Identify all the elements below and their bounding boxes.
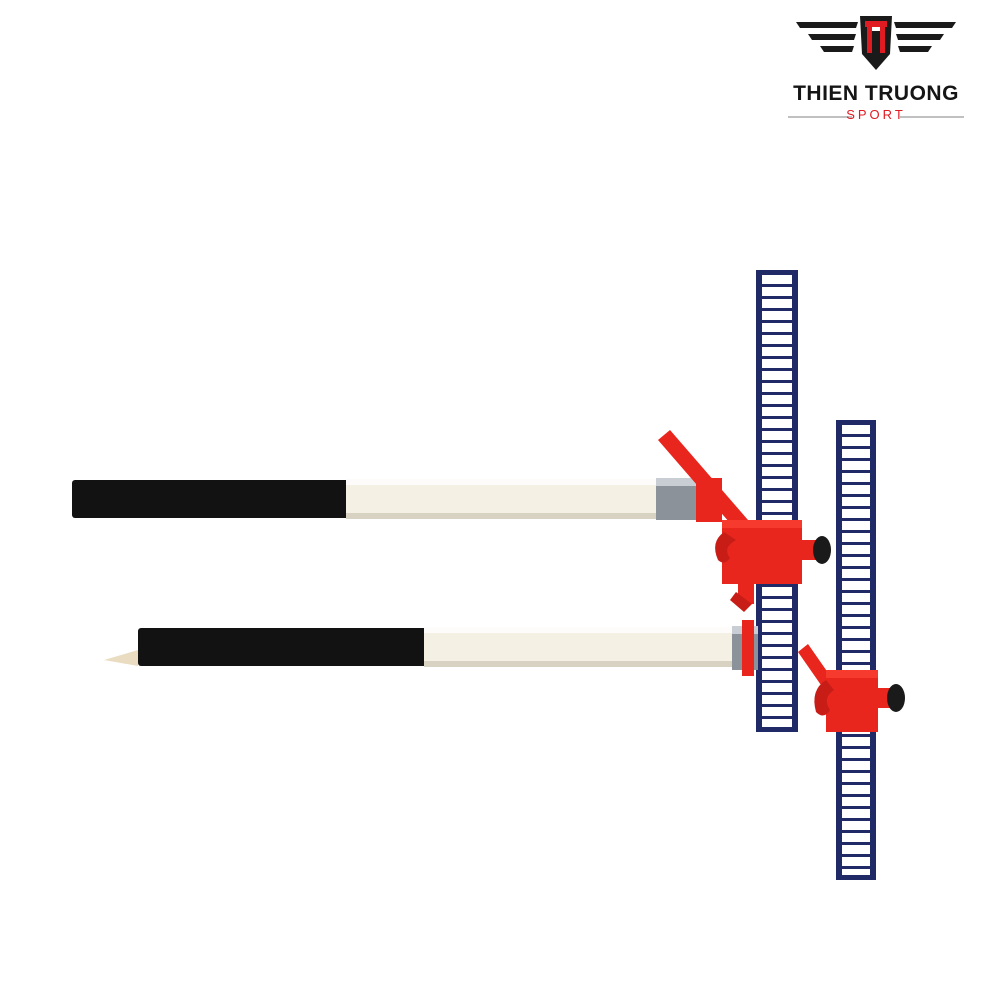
ladder-rung xyxy=(842,506,870,509)
ladder-rung xyxy=(842,854,870,857)
ladder-rung xyxy=(842,446,870,449)
ladder-rung xyxy=(762,464,792,467)
ladder-rung xyxy=(842,434,870,437)
ladder-rung xyxy=(842,794,870,797)
lower-crossbar-holder-bar xyxy=(104,620,758,676)
ladder-rung xyxy=(842,830,870,833)
brand-tagline: SPORT xyxy=(846,107,906,122)
ladder-rung xyxy=(842,458,870,461)
ladder-rung xyxy=(762,428,792,431)
logo-wings-icon xyxy=(796,16,956,70)
ladder-rung xyxy=(842,650,870,653)
ladder-rung xyxy=(842,542,870,545)
ladder-rung xyxy=(762,368,792,371)
ladder-rung xyxy=(762,356,792,359)
ladder-rung xyxy=(842,566,870,569)
ladder-rung xyxy=(762,332,792,335)
ladder-rung xyxy=(762,452,792,455)
upper-crossbar-holder-bar xyxy=(72,478,722,522)
upper-bracket-clamp xyxy=(658,430,831,612)
ladder-rung xyxy=(762,284,792,287)
rear-ladder-standard xyxy=(756,270,798,732)
ladder-rung xyxy=(762,620,792,623)
ladder-rung xyxy=(842,626,870,629)
ladder-rung xyxy=(762,632,792,635)
ladder-rung xyxy=(762,644,792,647)
ladder-rung xyxy=(762,584,792,587)
ladder-rung xyxy=(842,758,870,761)
ladder-rung xyxy=(842,818,870,821)
ladder-rung xyxy=(842,806,870,809)
ladder-rung xyxy=(842,578,870,581)
ladder-rung xyxy=(762,668,792,671)
ladder-rung xyxy=(762,344,792,347)
ladder-rung xyxy=(762,320,792,323)
ladder-rung xyxy=(842,782,870,785)
ladder-rung xyxy=(762,476,792,479)
ladder-rung xyxy=(842,518,870,521)
ladder-rung xyxy=(842,482,870,485)
ladder-rung xyxy=(762,680,792,683)
ladder-rung xyxy=(842,590,870,593)
ladder-rung xyxy=(762,380,792,383)
ladder-rung xyxy=(762,440,792,443)
ladder-rung xyxy=(842,842,870,845)
ladder-rung xyxy=(762,656,792,659)
ladder-rung xyxy=(842,494,870,497)
ladder-rung xyxy=(762,716,792,719)
brand-logo: THIEN TRUONG SPORT xyxy=(760,8,992,126)
brand-name: THIEN TRUONG xyxy=(793,82,959,105)
ladder-rung xyxy=(762,404,792,407)
ladder-rung xyxy=(842,470,870,473)
ladder-rung xyxy=(842,638,870,641)
ladder-rung xyxy=(842,602,870,605)
ladder-rung xyxy=(762,692,792,695)
ladder-rung xyxy=(842,770,870,773)
ladder-rung xyxy=(762,704,792,707)
ladder-rung xyxy=(762,512,792,515)
ladder-rung xyxy=(842,530,870,533)
ladder-rung xyxy=(842,866,870,869)
ladder-rung xyxy=(762,488,792,491)
ladder-rung xyxy=(762,308,792,311)
tagline-divider-right xyxy=(900,116,964,118)
front-ladder-standard xyxy=(836,420,876,880)
ladder-rung xyxy=(842,662,870,665)
ladder-rung xyxy=(762,500,792,503)
ladder-rung xyxy=(762,608,792,611)
ladder-rung xyxy=(842,746,870,749)
brand-tagline-row: SPORT xyxy=(760,107,992,125)
ladder-rung xyxy=(762,392,792,395)
tagline-divider-left xyxy=(788,116,852,118)
ladder-rung xyxy=(762,416,792,419)
ladder-rung xyxy=(842,554,870,557)
ladder-rung xyxy=(842,614,870,617)
ladder-rung xyxy=(842,734,870,737)
lower-bracket-clamp xyxy=(798,644,905,732)
ladder-rung xyxy=(762,296,792,299)
ladder-rung xyxy=(762,596,792,599)
